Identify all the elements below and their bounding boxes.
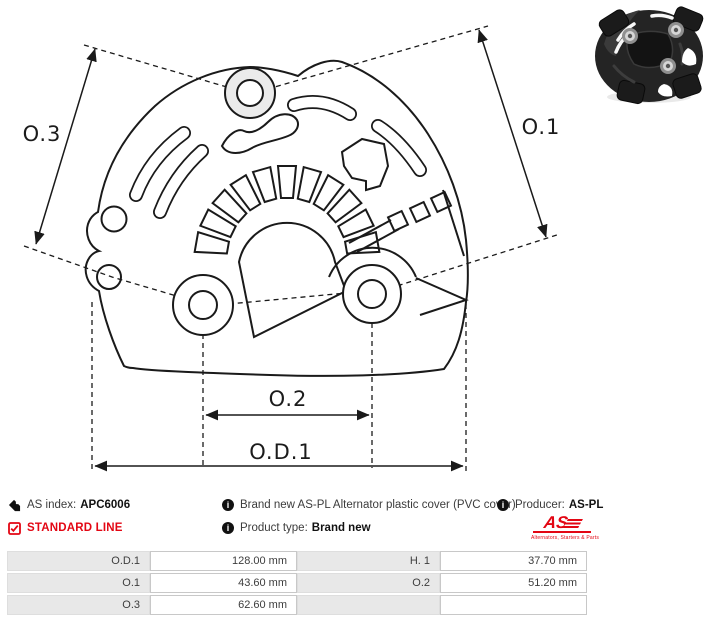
standard-line-label: STANDARD LINE [27,522,123,534]
cover-outline [84,59,469,377]
info-icon: i [222,499,234,511]
vent-blob [340,137,390,192]
spec-value-o3: 62.60 mm [150,595,297,615]
bottom-right-mount-hole [342,264,402,324]
spec-value-empty [440,595,587,615]
info-column-left: AS index: APC6006 STANDARD LINE [8,497,130,543]
info-icon: i [497,499,509,511]
spec-value-o1: 43.60 mm [150,573,297,593]
tag-icon [8,499,21,512]
product-type-row: i Product type: Brand new [222,520,516,536]
standard-line-row: STANDARD LINE [8,520,130,536]
info-column-middle: i Brand new AS-PL Alternator plastic cov… [222,497,516,543]
central-arch [237,221,348,339]
as-index-value: APC6006 [80,499,131,511]
dim-label-o1: O.1 [522,115,561,139]
vent-slots-left [129,95,427,219]
spec-label-od1: O.D.1 [7,551,150,571]
spec-label-h1: H. 1 [297,551,440,571]
as-index-row: AS index: APC6006 [8,497,130,513]
spec-value-o2: 51.20 mm [440,573,587,593]
dimension-lines [34,29,548,472]
spec-value-h1: 37.70 mm [440,551,587,571]
description-row: i Brand new AS-PL Alternator plastic cov… [222,497,516,513]
dim-label-od1: O.D.1 [249,440,313,464]
bottom-left-mount-hole [172,274,234,336]
technical-drawing-area: O.3 O.1 O.2 O.D.1 [23,6,704,472]
product-description: Brand new AS-PL Alternator plastic cover… [240,499,516,511]
alternator-cover-drawing: O.3 O.1 O.2 O.D.1 [23,6,704,472]
product-photo [595,6,704,105]
logo-tagline: Alternators, Starters & Parts [531,534,600,541]
left-hole-small-2 [96,264,122,290]
detail-lines [328,189,469,316]
producer-row: i Producer: AS-PL [497,497,603,513]
dim-label-o2: O.2 [269,387,308,411]
product-type-label: Product type: [240,522,308,534]
spec-label-o1: O.1 [7,573,150,593]
info-icon: i [222,522,234,534]
as-pl-logo: AS Alternators, Starters & Parts [531,513,600,541]
left-hole-small-1 [100,205,128,233]
info-column-right: i Producer: AS-PL [497,497,603,520]
photo-bushings [622,22,684,74]
as-index-label: AS index: [27,499,77,511]
logo-underline [533,531,591,533]
top-mount-hole [224,67,276,119]
product-type-value: Brand new [311,522,371,534]
spec-table: O.D.1 128.00 mm H. 1 37.70 mm O.1 43.60 … [7,551,587,615]
spec-label-empty [297,595,440,615]
producer-value: AS-PL [568,499,604,511]
checkbox-checked-icon [8,521,21,535]
dim-label-o3: O.3 [23,122,62,146]
spec-label-o3: O.3 [7,595,150,615]
spec-label-o2: O.2 [297,573,440,593]
vent-slot-wavy [220,113,299,154]
producer-label: Producer: [515,499,565,511]
spec-value-od1: 128.00 mm [150,551,297,571]
